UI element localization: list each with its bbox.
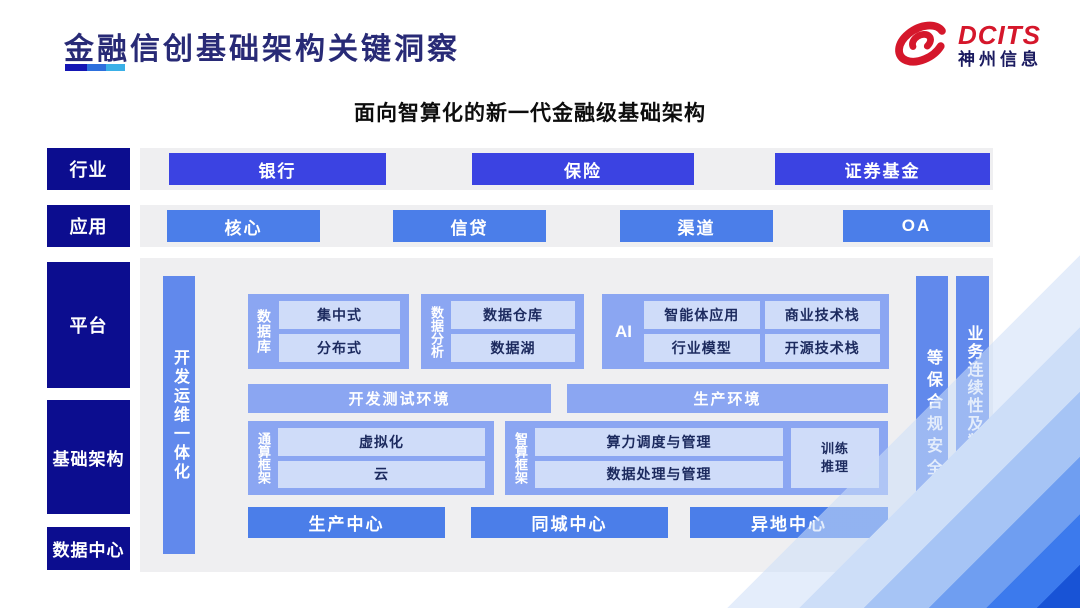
infrastructure-side-label: 基础架构 xyxy=(47,400,130,514)
ai-item-opensource-stack: 开源技术栈 xyxy=(764,334,880,362)
ai-item-commercial-stack: 商业技术栈 xyxy=(764,301,880,329)
security-vertical-bar: 等保合规安全 xyxy=(916,276,948,554)
analytics-item-lake: 数据湖 xyxy=(451,334,575,362)
industry-row-label: 行业 xyxy=(47,148,130,190)
continuity-vertical-bar: 业务连续性及数据保护 xyxy=(956,276,989,554)
general-computing-container: 通算框架 虚拟化 云 xyxy=(248,421,494,495)
diagram-subtitle: 面向智算化的新一代金融级基础架构 xyxy=(354,102,706,125)
industry-item-securities: 证券基金 xyxy=(775,153,990,185)
company-logo: DCITS 神州信息 xyxy=(890,16,1042,75)
intelligent-computing-label: 智算框架 xyxy=(513,432,528,484)
application-item-core: 核心 xyxy=(167,210,320,242)
underline-segment-medium xyxy=(87,64,106,71)
general-computing-label: 通算框架 xyxy=(256,432,271,484)
platform-side-label: 平台 xyxy=(47,262,130,388)
analytics-label: 数据分析 xyxy=(429,305,444,358)
intelligent-item-scheduling: 算力调度与管理 xyxy=(535,428,783,456)
center-item-samecity: 同城中心 xyxy=(471,507,668,538)
ai-label: AI xyxy=(615,321,632,341)
dev-test-environment-bar: 开发测试环境 xyxy=(248,384,551,413)
title-underline xyxy=(65,64,125,71)
application-row-label: 应用 xyxy=(47,205,130,247)
training-line: 训练 xyxy=(820,440,849,456)
datacenter-side-label: 数据中心 xyxy=(47,527,130,570)
ai-item-agent-app: 智能体应用 xyxy=(644,301,760,329)
general-item-virtualization: 虚拟化 xyxy=(278,428,485,456)
inference-line: 推理 xyxy=(820,459,849,474)
analytics-item-warehouse: 数据仓库 xyxy=(451,301,575,329)
analytics-container: 数据分析 数据仓库 数据湖 xyxy=(421,294,584,369)
page-title: 金融信创基础架构关键洞察 xyxy=(64,33,460,66)
database-item-centralized: 集中式 xyxy=(279,301,400,329)
intelligent-computing-container: 智算框架 算力调度与管理 数据处理与管理 训练 推理 xyxy=(505,421,888,495)
application-item-oa: OA xyxy=(843,210,990,242)
ai-item-industry-model: 行业模型 xyxy=(644,334,760,362)
underline-segment-light xyxy=(106,64,125,71)
logo-company-text: 神州信息 xyxy=(958,50,1042,70)
production-environment-bar: 生产环境 xyxy=(567,384,888,413)
database-label: 数据库 xyxy=(256,309,272,354)
industry-item-bank: 银行 xyxy=(169,153,386,185)
intelligent-item-data-processing: 数据处理与管理 xyxy=(535,460,783,488)
industry-item-insurance: 保险 xyxy=(472,153,694,185)
logo-swirl-icon xyxy=(890,16,952,75)
underline-segment-dark xyxy=(65,64,87,71)
application-item-channel: 渠道 xyxy=(620,210,773,242)
center-item-remote: 异地中心 xyxy=(690,507,888,538)
application-item-credit: 信贷 xyxy=(393,210,546,242)
general-item-cloud: 云 xyxy=(278,460,485,488)
training-inference-box: 训练 推理 xyxy=(791,428,879,488)
logo-brand-text: DCITS xyxy=(958,19,1041,50)
ai-container: AI 智能体应用 商业技术栈 行业模型 开源技术栈 xyxy=(602,294,889,369)
database-item-distributed: 分布式 xyxy=(279,334,400,362)
database-container: 数据库 集中式 分布式 xyxy=(248,294,409,369)
devops-vertical-bar: 开发运维一体化 xyxy=(163,276,195,554)
center-item-production: 生产中心 xyxy=(248,507,445,538)
